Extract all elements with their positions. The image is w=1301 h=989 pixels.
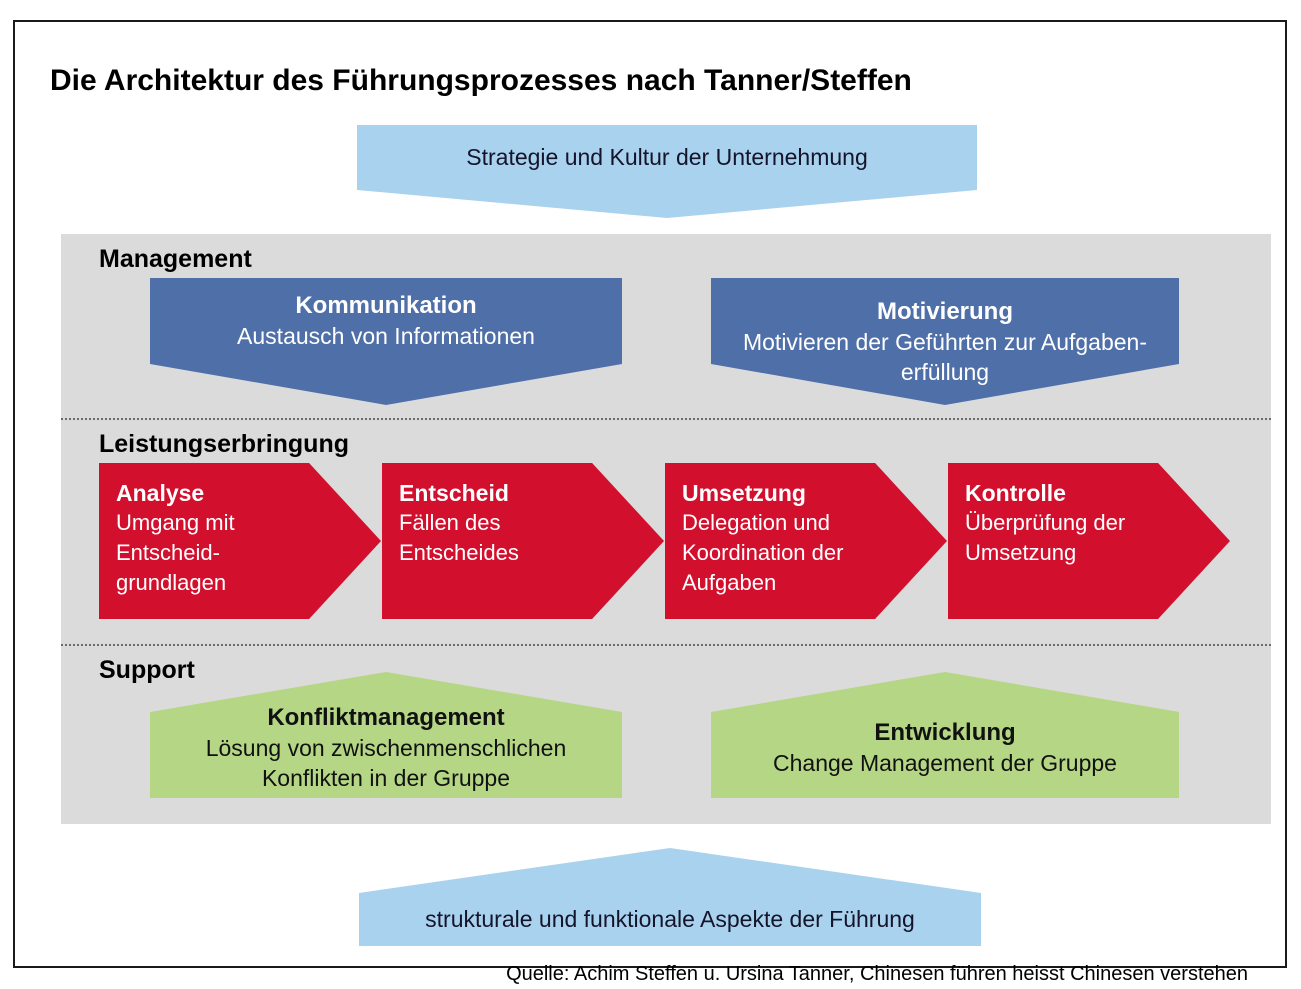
- motivierung-line-1: Motivieren der Geführten zur Aufgaben-: [742, 328, 1147, 355]
- entwicklung-banner: Entwicklung Change Management der Gruppe: [711, 672, 1179, 798]
- kommunikation-line: Austausch von Informationen: [237, 323, 535, 349]
- umsetzung-line-2: Koordination der: [682, 540, 844, 565]
- process-arrow-umsetzung: Umsetzung Delegation und Koordination de…: [665, 463, 947, 619]
- analyse-line-1: Umgang mit: [116, 510, 235, 535]
- process-arrow-entscheid: Entscheid Fällen des Entscheides: [382, 463, 664, 619]
- kommunikation-title: Kommunikation: [295, 292, 477, 319]
- analyse-title: Analyse: [116, 480, 205, 506]
- structural-functional-label: strukturale und funktionale Aspekte der …: [425, 906, 915, 932]
- umsetzung-title: Umsetzung: [682, 480, 806, 506]
- umsetzung-line-3: Aufgaben: [682, 570, 777, 595]
- entwicklung-banner-body: Entwicklung Change Management der Gruppe: [711, 672, 1179, 798]
- strategy-culture-banner: Strategie und Kultur der Unternehmung: [357, 125, 977, 218]
- motivierung-banner: Motivierung Motivieren der Geführten zur…: [711, 278, 1179, 405]
- konfliktmanagement-title: Konfliktmanagement: [267, 704, 505, 731]
- motivierung-title: Motivierung: [877, 297, 1013, 325]
- source-note: Quelle: Achim Steffen u. Ursina Tanner, …: [506, 963, 1248, 985]
- kontrolle-text: Kontrolle Überprüfung der Umsetzung: [948, 463, 1230, 568]
- konfliktmanagement-banner: Konfliktmanagement Lösung von zwischenme…: [150, 672, 622, 798]
- process-arrow-analyse: Analyse Umgang mit Entscheid- grundlagen: [99, 463, 381, 619]
- analyse-line-3: grundlagen: [116, 570, 227, 595]
- analyse-line-2: Entscheid-: [116, 540, 220, 565]
- motivierung-line-2: erfüllung: [900, 358, 990, 385]
- process-panel: Management Kommunikation Austausch von I…: [61, 234, 1271, 824]
- divider-management-leistung: [61, 418, 1271, 420]
- entscheid-text: Entscheid Fällen des Entscheides: [382, 463, 664, 568]
- konfliktmanagement-line-2: Konflikten in der Gruppe: [261, 765, 511, 791]
- section-heading-support: Support: [99, 656, 195, 684]
- section-heading-leistungserbringung: Leistungserbringung: [99, 430, 349, 458]
- umsetzung-line-1: Delegation und: [682, 510, 831, 535]
- entwicklung-line-1: Change Management der Gruppe: [773, 750, 1117, 776]
- section-heading-management: Management: [99, 245, 252, 273]
- structural-functional-banner: strukturale und funktionale Aspekte der …: [359, 848, 981, 946]
- strategy-culture-label: Strategie und Kultur der Unternehmung: [466, 144, 868, 170]
- kontrolle-title: Kontrolle: [965, 480, 1066, 506]
- umsetzung-text: Umsetzung Delegation und Koordination de…: [665, 463, 947, 598]
- konfliktmanagement-banner-body: Konfliktmanagement Lösung von zwischenme…: [150, 672, 622, 798]
- motivierung-banner-body: Motivierung Motivieren der Geführten zur…: [711, 278, 1179, 405]
- page-title: Die Architektur des Führungsprozesses na…: [50, 64, 912, 97]
- entscheid-line-1: Fällen des: [399, 510, 501, 535]
- analyse-text: Analyse Umgang mit Entscheid- grundlagen: [99, 463, 381, 598]
- kontrolle-line-2: Umsetzung: [965, 540, 1077, 565]
- entwicklung-title: Entwicklung: [874, 719, 1016, 746]
- kommunikation-banner-body: Kommunikation Austausch von Informatione…: [150, 278, 622, 405]
- entscheid-line-2: Entscheides: [399, 540, 519, 565]
- diagram-frame: Die Architektur des Führungsprozesses na…: [13, 20, 1287, 985]
- entscheid-title: Entscheid: [399, 480, 509, 506]
- konfliktmanagement-line-1: Lösung von zwischenmenschlichen: [205, 735, 567, 761]
- divider-leistung-support: [61, 644, 1271, 646]
- kontrolle-line-1: Überprüfung der: [965, 510, 1126, 535]
- kommunikation-banner: Kommunikation Austausch von Informatione…: [150, 278, 622, 405]
- process-arrow-kontrolle: Kontrolle Überprüfung der Umsetzung: [948, 463, 1230, 619]
